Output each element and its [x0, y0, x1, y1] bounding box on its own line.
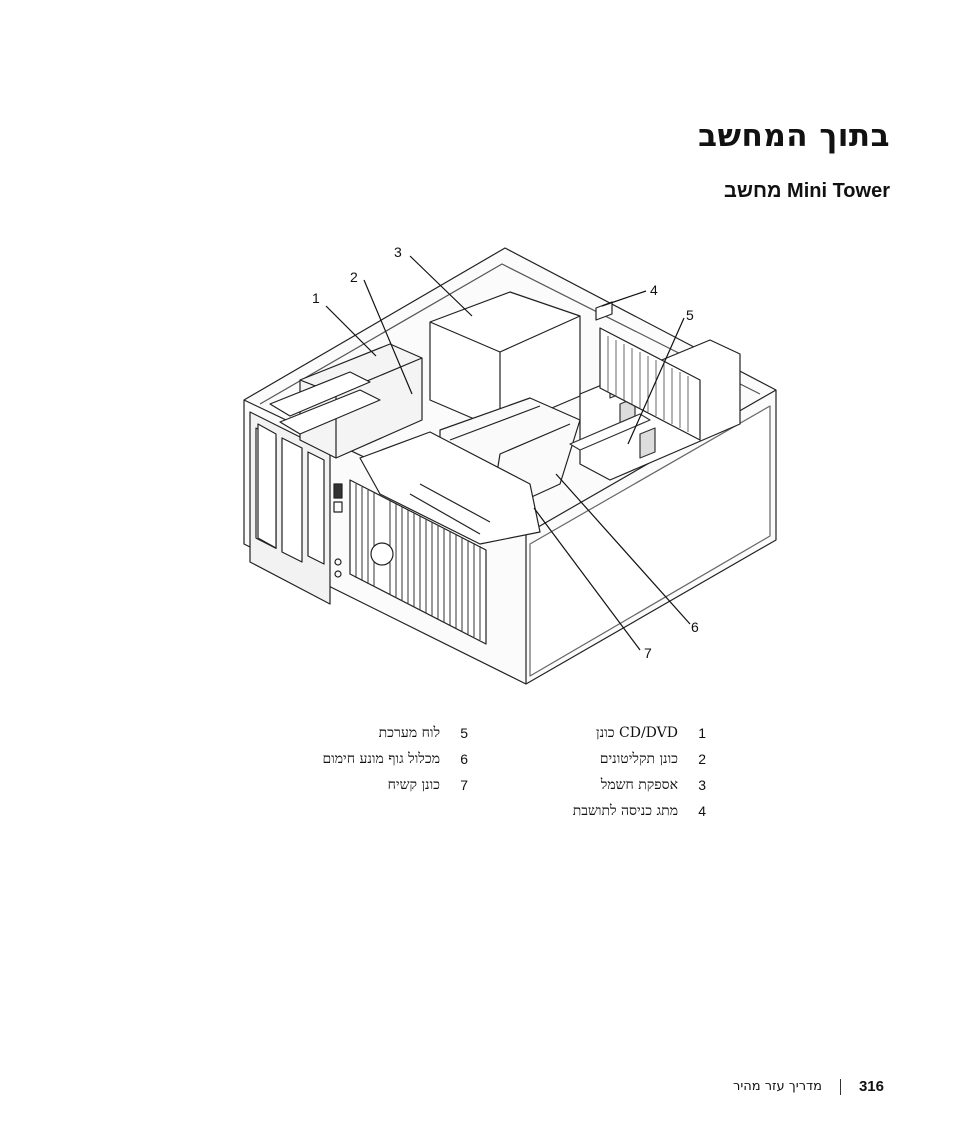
callout-number: 2 [350, 269, 358, 285]
page-title: בתוך המחשב [698, 118, 890, 154]
callout-line-4 [601, 290, 647, 307]
callout-line-6 [555, 473, 691, 625]
legend-label: מתג כניסה לתושבת [572, 802, 678, 819]
legend-number: 4 [698, 803, 706, 819]
legend-label: אספקת חשמל [600, 776, 678, 793]
callout-line-5 [627, 317, 685, 445]
computer-interior-illustration: 1 2 3 4 5 6 7 [240, 244, 800, 694]
callout-line-7 [533, 507, 641, 651]
callout-number: 1 [312, 290, 320, 306]
page-number: 316 [858, 1078, 884, 1095]
legend-item: 4 מתג כניסה לתושבת [573, 798, 706, 824]
callout-number: 7 [644, 645, 652, 661]
page-footer: 316 מדריך עזר מהיר [733, 1078, 884, 1095]
legend-number: 1 [698, 725, 706, 741]
legend-item: 7 כונן קשיח [388, 772, 468, 798]
legend-item: 1 CD/DVD כונן [596, 720, 706, 746]
footer-divider [839, 1078, 841, 1095]
legend-item: 3 אספקת חשמל [601, 772, 706, 798]
legend-number: 3 [698, 777, 706, 793]
legend-item: 5 לוח מערכת [379, 720, 468, 746]
component-legend: 1 CD/DVD כונן 2 כונן תקליטונים 3 אספקת ח… [300, 720, 720, 840]
legend-number: 2 [698, 751, 706, 767]
legend-label: CD/DVD כונן [596, 724, 678, 741]
callout-line-1 [325, 305, 377, 357]
legend-label: לוח מערכת [378, 724, 440, 741]
callout-number: 5 [686, 307, 694, 323]
callout-number: 4 [650, 282, 658, 298]
callout-number: 3 [394, 244, 402, 260]
callout-line-3 [409, 255, 473, 317]
legend-item: 2 כונן תקליטונים [600, 746, 706, 772]
legend-number: 5 [460, 725, 468, 741]
legend-label: כונן תקליטונים [599, 750, 678, 767]
mini-tower-drawing [243, 247, 777, 685]
callout-line-2 [363, 279, 413, 395]
section-title: Mini Tower מחשב [724, 180, 890, 202]
callout-number: 6 [691, 619, 699, 635]
legend-number: 6 [460, 751, 468, 767]
legend-number: 7 [460, 777, 468, 793]
guide-title: מדריך עזר מהיר [733, 1079, 822, 1094]
legend-item: 6 מכלול גוף מונע חימום [322, 746, 468, 772]
legend-label: כונן קשיח [387, 776, 440, 793]
legend-label: מכלול גוף מונע חימום [322, 750, 440, 767]
